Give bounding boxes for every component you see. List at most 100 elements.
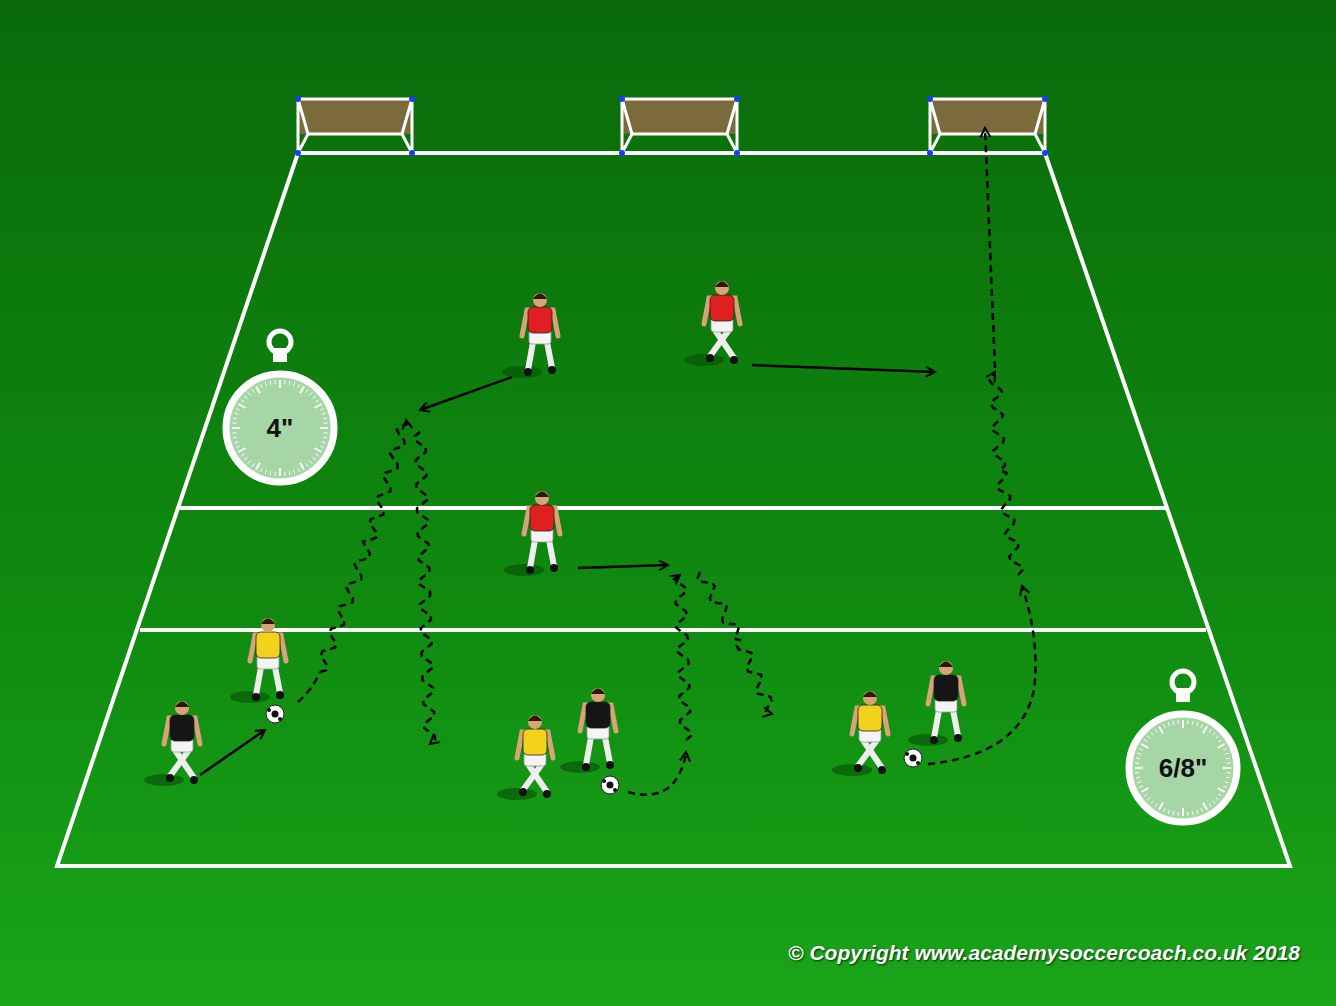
goal-post-dot <box>1042 96 1048 102</box>
stopwatch-tick <box>316 400 319 402</box>
stopwatch-tick <box>1212 801 1215 804</box>
player-shirt <box>710 295 734 321</box>
stopwatch-tick <box>309 461 312 464</box>
stopwatch-tick <box>289 381 291 385</box>
player-boot <box>930 736 938 744</box>
player-head <box>528 715 542 729</box>
stopwatch-tick <box>256 463 260 470</box>
goal-post-dot <box>927 96 933 102</box>
stopwatch-tick <box>1135 762 1139 763</box>
stopwatch-tick <box>1226 758 1230 760</box>
ball-patch <box>267 708 271 712</box>
stopwatch-tick <box>323 437 327 439</box>
stopwatch-tick <box>1151 732 1154 735</box>
stopwatch: 6/8" <box>1127 712 1239 824</box>
stopwatch-tick <box>324 422 328 423</box>
stopwatch-tick <box>1225 753 1229 754</box>
dribble-path <box>320 420 407 672</box>
goal-frame <box>622 99 737 153</box>
time-label: 4" <box>224 413 336 444</box>
player-shadow <box>497 788 537 800</box>
stopwatch-tick <box>1177 812 1178 816</box>
stopwatch-tick <box>1136 777 1140 779</box>
stopwatch-tick <box>252 389 254 392</box>
stopwatch-tick <box>274 380 275 384</box>
player-boot <box>526 566 534 574</box>
stopwatch-tick <box>1135 772 1139 773</box>
stopwatch-tick <box>1209 804 1211 807</box>
stopwatch-tick <box>252 464 254 467</box>
player-shirt <box>170 715 194 741</box>
stopwatch-tick <box>236 408 240 410</box>
player-legs <box>934 710 958 738</box>
dribble-path <box>298 672 320 702</box>
player-legs <box>530 540 554 568</box>
player-shirt <box>528 307 552 333</box>
ball <box>601 776 619 794</box>
stopwatch-tick <box>1197 722 1198 726</box>
stopwatch-tick <box>234 442 238 443</box>
player-shadow <box>832 764 872 776</box>
player <box>684 281 740 366</box>
ball-patch <box>910 755 917 762</box>
stopwatch-tick <box>306 464 308 467</box>
stopwatch-tick <box>1135 767 1143 769</box>
stopwatch-tick <box>1144 794 1147 796</box>
stopwatch-tick <box>1227 762 1231 763</box>
player-hair <box>715 282 729 288</box>
goal-frame <box>298 99 412 153</box>
stopwatch-tick <box>260 384 262 388</box>
player-hair <box>535 492 549 498</box>
soccer-ball <box>601 776 619 794</box>
goal-net <box>298 99 412 134</box>
zone-line <box>140 628 1206 632</box>
stopwatch-tick <box>233 418 237 420</box>
ball-patch <box>278 717 282 721</box>
player-hair <box>175 702 189 708</box>
stopwatch-tick <box>1168 722 1169 726</box>
stopwatch-tick <box>1203 726 1207 733</box>
player-legs <box>256 667 280 695</box>
stopwatch-tick <box>298 384 300 388</box>
stopwatch-tick <box>294 382 295 386</box>
player <box>504 491 560 576</box>
dribble-path <box>985 128 995 368</box>
stopwatch-tick <box>1159 803 1163 810</box>
stopwatch-tick <box>322 442 326 443</box>
player-shadow <box>144 774 184 786</box>
player-boot <box>252 693 260 701</box>
stopwatch-tick <box>1218 788 1225 792</box>
player-shirt <box>523 729 547 755</box>
goal-net <box>930 99 1045 134</box>
goal-post-dot <box>409 96 415 102</box>
dribble-path <box>989 372 1022 575</box>
goal-post-dot <box>734 96 740 102</box>
ball-patch <box>272 711 279 718</box>
player <box>560 688 616 773</box>
stopwatch-tick <box>300 386 304 393</box>
stopwatch-tick <box>265 470 266 474</box>
goal-net <box>622 99 737 134</box>
player-head <box>533 293 547 307</box>
stopwatch-tick <box>234 413 238 414</box>
stopwatch-tick <box>1201 808 1203 812</box>
stopwatch-tick <box>232 427 240 429</box>
player-boot <box>582 763 590 771</box>
stopwatch-tick <box>241 400 244 402</box>
stopwatch-tick <box>1225 782 1229 783</box>
stopwatch-tick <box>1209 729 1211 732</box>
player-shadow <box>502 366 542 378</box>
stopwatch-tick <box>241 454 244 456</box>
stopwatch-tick <box>309 392 312 395</box>
stopwatch-tick <box>1136 758 1140 760</box>
player-boot <box>519 788 527 796</box>
player-shadow <box>908 734 948 746</box>
stopwatch-tick <box>279 468 281 476</box>
stopwatch-tick <box>236 446 240 448</box>
goal-post-dot <box>409 150 415 156</box>
stopwatch: 4" <box>224 372 336 484</box>
stopwatch-tick <box>270 471 272 475</box>
goal <box>295 96 415 156</box>
ball-patch <box>916 761 920 765</box>
player-hair <box>528 716 542 722</box>
